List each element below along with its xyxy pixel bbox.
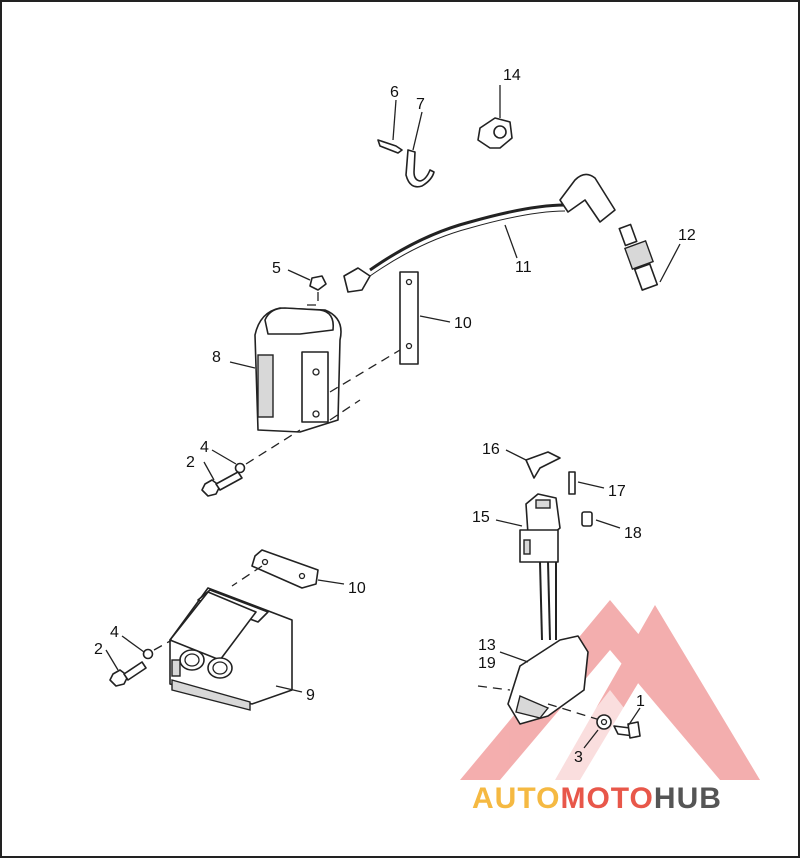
part-10-bracket-upper xyxy=(399,271,451,365)
watermark-logo xyxy=(460,600,760,780)
callout-9: 9 xyxy=(306,687,315,704)
part-11-wire xyxy=(343,173,616,293)
callout-4-upper: 4 xyxy=(200,439,209,456)
watermark-text: AUTOMOTOHUB xyxy=(472,782,722,815)
watermark-inner xyxy=(540,690,680,780)
part-13-19-module xyxy=(477,561,601,725)
callout-2-upper: 2 xyxy=(186,454,195,471)
part-18-screw xyxy=(581,511,621,529)
part-14-clip xyxy=(477,85,513,149)
callout-7: 7 xyxy=(416,96,425,113)
part-17-terminal xyxy=(568,471,605,495)
part-6-pin xyxy=(377,99,403,154)
part-12-spark-plug xyxy=(618,223,681,291)
callout-16: 16 xyxy=(482,441,500,458)
part-8-ignition-coil xyxy=(229,307,401,433)
watermark-auto: AUTO xyxy=(472,782,560,815)
callout-14: 14 xyxy=(503,67,521,84)
callout-18: 18 xyxy=(624,525,642,542)
callout-13: 13 xyxy=(478,637,496,654)
part-7-hook xyxy=(405,111,435,188)
part-10-bracket-lower xyxy=(231,549,345,589)
watermark-moto: MOTO xyxy=(560,782,653,815)
callout-11: 11 xyxy=(515,259,532,276)
callout-4-lower: 4 xyxy=(110,624,119,641)
callout-17: 17 xyxy=(608,483,626,500)
callout-5: 5 xyxy=(272,260,281,277)
callout-6: 6 xyxy=(390,84,399,101)
watermark-triangle-left xyxy=(460,600,760,780)
callout-3: 3 xyxy=(574,749,583,766)
part-2-4-bolt-lower xyxy=(105,635,173,687)
part-9-dual-coil xyxy=(169,587,303,711)
part-2-4-bolt-upper xyxy=(201,429,301,497)
callout-10-lower: 10 xyxy=(348,580,366,597)
callout-1: 1 xyxy=(636,693,645,710)
callout-15: 15 xyxy=(472,509,490,526)
callout-19: 19 xyxy=(478,655,496,672)
part-5-nut xyxy=(287,269,327,306)
callout-12: 12 xyxy=(678,227,696,244)
part-16-cover xyxy=(505,449,561,479)
part-1-3-bolt-lower xyxy=(583,707,641,749)
callout-2-lower: 2 xyxy=(94,641,103,658)
callout-10-upper: 10 xyxy=(454,315,472,332)
watermark-hub: HUB xyxy=(654,782,722,815)
part-15-connector xyxy=(495,493,561,563)
callout-8: 8 xyxy=(212,349,221,366)
